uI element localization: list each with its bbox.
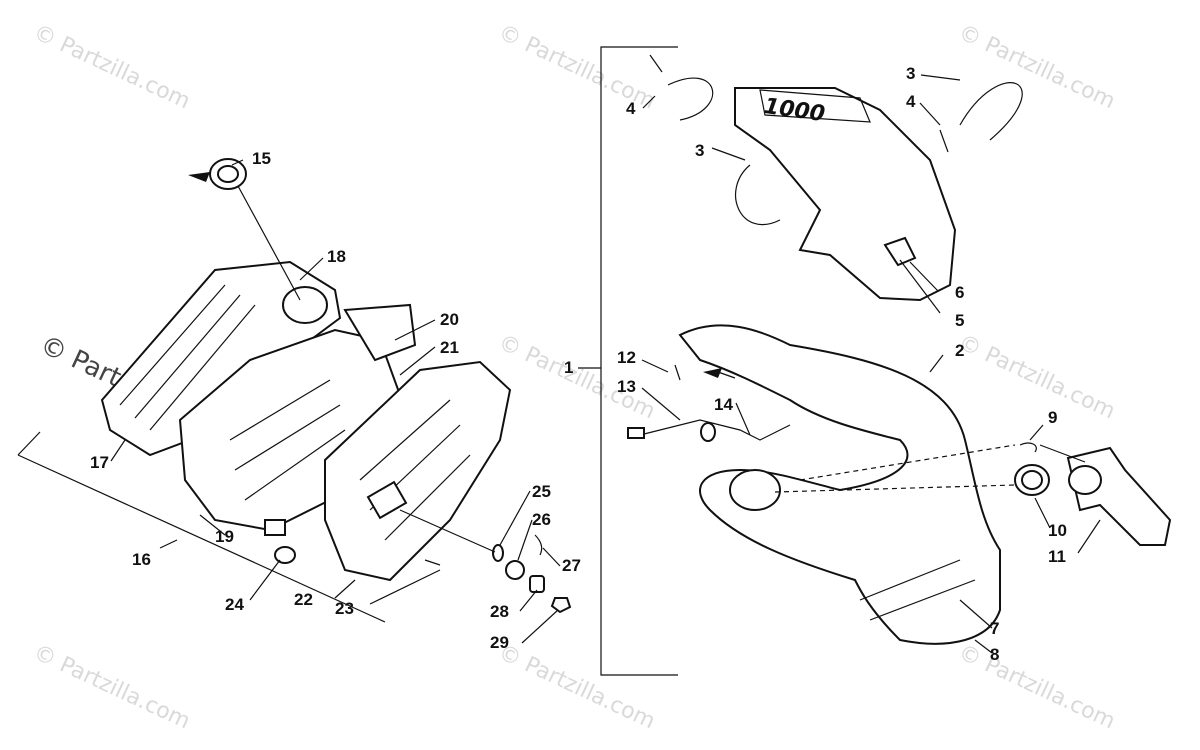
callout-8: 8 [990,645,999,664]
callout-28: 28 [490,602,509,621]
callout-26: 26 [532,510,551,529]
silencer-assembly [100,158,512,582]
sensor-harness [627,364,791,442]
callout-24: 24 [225,595,244,614]
callout-1: 1 [564,358,573,377]
expansion-chamber [678,324,1172,645]
callout-22: 22 [294,590,313,609]
callout-4: 4 [906,92,916,111]
assembly-bracket [578,46,678,676]
callout-29: 29 [490,633,509,652]
callout-10: 10 [1048,521,1067,540]
callout-labels: 1 2 3 3 4 4 5 6 7 8 9 10 11 12 13 14 15 … [90,64,1067,664]
callout-3: 3 [695,141,704,160]
callout-3: 3 [906,64,915,83]
heat-shield: 1000 [734,87,957,302]
callout-18: 18 [327,247,346,266]
chains-springs-upper [649,54,1023,226]
callout-12: 12 [617,348,636,367]
callout-9: 9 [1048,408,1057,427]
callout-20: 20 [440,310,459,329]
mounting-hardware [399,509,572,614]
leader-lines [110,74,1101,654]
callout-4: 4 [626,99,636,118]
callout-19: 19 [215,527,234,546]
callout-21: 21 [440,338,459,357]
callout-5: 5 [955,311,964,330]
base-plane-lines [17,431,386,623]
callout-2: 2 [955,341,964,360]
callout-17: 17 [90,453,109,472]
callout-6: 6 [955,283,964,302]
callout-23: 23 [335,599,354,618]
callout-7: 7 [990,619,999,638]
callout-11: 11 [1048,547,1066,566]
callout-14: 14 [714,395,733,414]
callout-13: 13 [617,377,636,396]
callout-15: 15 [252,149,271,168]
callout-25: 25 [532,482,551,501]
callout-27: 27 [562,556,581,575]
callout-16: 16 [132,550,151,569]
